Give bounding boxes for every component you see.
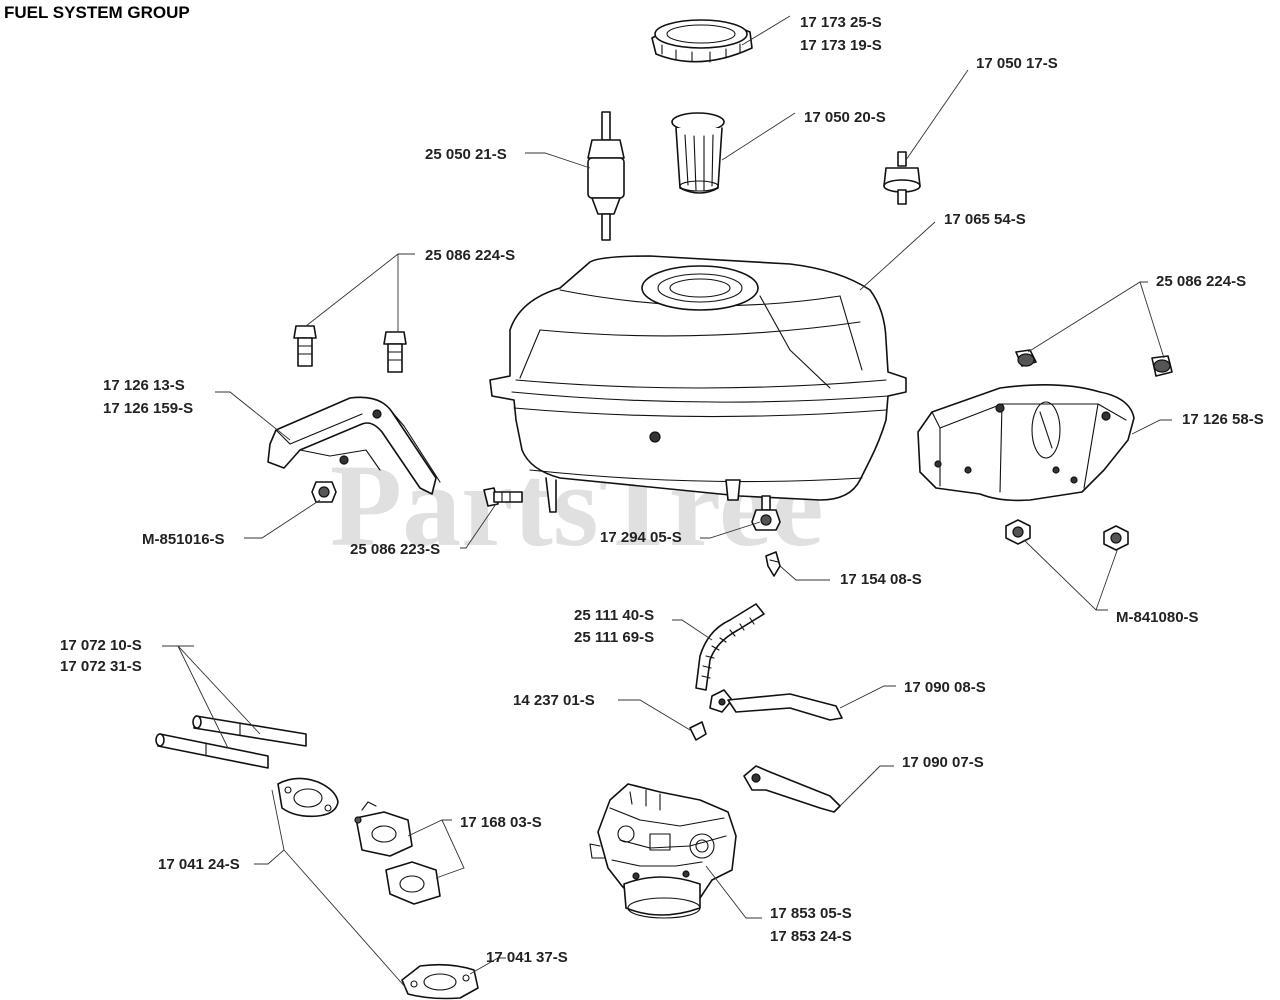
- carb-label-2: 17 853 24-S: [770, 928, 852, 945]
- bolt-left-label: 25 086 224-S: [425, 247, 515, 264]
- fuel-tube-2-part[interactable]: [155, 733, 269, 769]
- tubes-label-2: 17 072 31-S: [60, 658, 142, 675]
- carburetor-part[interactable]: [589, 783, 737, 919]
- bolt-right-2-part[interactable]: [1151, 355, 1173, 377]
- drain-leader: [700, 521, 761, 539]
- bracket-right-part[interactable]: [917, 384, 1135, 502]
- lever-08-label: 17 090 08-S: [904, 679, 986, 696]
- bracket-right-leader: [1131, 419, 1172, 435]
- valve-label: 17 050 17-S: [976, 55, 1058, 72]
- bolt-right-leader: [1027, 281, 1165, 359]
- lever-07-part[interactable]: [743, 765, 841, 813]
- tubes-label-1: 17 072 10-S: [60, 637, 142, 654]
- nut-left-part[interactable]: [311, 481, 337, 503]
- hose-label-1: 25 111 40-S: [574, 607, 654, 624]
- nut-right-1-part[interactable]: [1005, 519, 1031, 545]
- clip-237-leader: [618, 699, 691, 731]
- bolt-right-label: 25 086 224-S: [1156, 273, 1246, 290]
- bolt-left-leader: [305, 253, 415, 332]
- clip-237-label: 14 237 01-S: [513, 692, 595, 709]
- tubes-leader: [162, 645, 261, 749]
- clip-154-leader: [779, 565, 830, 581]
- valve-leader: [905, 69, 969, 161]
- clip-237-part[interactable]: [689, 721, 707, 741]
- clip-154-label: 17 154 08-S: [840, 571, 922, 588]
- cap-label-2: 17 173 19-S: [800, 37, 882, 54]
- fuel-tube-1-part[interactable]: [192, 715, 307, 747]
- fuel-hose-part[interactable]: [695, 603, 765, 691]
- fuel-strainer-part[interactable]: [671, 112, 725, 194]
- nut-left-leader: [244, 499, 321, 539]
- bolt-right-1-part[interactable]: [1015, 349, 1037, 367]
- nut-right-2-part[interactable]: [1103, 525, 1129, 551]
- hose-leader: [672, 619, 713, 641]
- fuel-cap-part[interactable]: [651, 19, 753, 63]
- bracket-left-label-1: 17 126 13-S: [103, 377, 185, 394]
- inline-filter-part[interactable]: [587, 111, 625, 241]
- bracket-left-leader: [215, 391, 291, 441]
- bracket-left-part[interactable]: [267, 396, 441, 495]
- cap-leader: [741, 15, 791, 46]
- gasket-168-leader: [407, 819, 465, 879]
- lever-07-label: 17 090 07-S: [902, 754, 984, 771]
- bolt-223-label: 25 086 223-S: [350, 541, 440, 558]
- bracket-right-label: 17 126 58-S: [1182, 411, 1264, 428]
- bolt-left-2-part[interactable]: [383, 331, 407, 373]
- gasket-168-label: 17 168 03-S: [460, 814, 542, 831]
- gasket-137-part[interactable]: [401, 963, 479, 1000]
- lever-08-leader: [839, 685, 896, 709]
- lever-08-part[interactable]: [709, 689, 843, 721]
- valve-part[interactable]: [883, 151, 921, 205]
- bracket-left-label-2: 17 126 159-S: [103, 400, 193, 417]
- strainer-leader: [721, 112, 796, 161]
- filter-leader: [525, 152, 591, 169]
- carb-leader: [705, 865, 762, 919]
- tank-label: 17 065 54-S: [944, 211, 1026, 228]
- nuts-right-leader: [1023, 539, 1119, 611]
- tank-leader: [859, 221, 936, 291]
- gasket-124-label: 17 041 24-S: [158, 856, 240, 873]
- carb-label-1: 17 853 05-S: [770, 905, 852, 922]
- clip-154-part[interactable]: [765, 551, 781, 577]
- gasket-124-part[interactable]: [277, 777, 339, 818]
- bolt-left-1-part[interactable]: [293, 325, 317, 367]
- strainer-label: 17 050 20-S: [804, 109, 886, 126]
- bolt-223-part[interactable]: [483, 487, 523, 507]
- gasket-137-label: 17 041 37-S: [486, 949, 568, 966]
- gasket-124-leader: [254, 789, 407, 989]
- drain-fitting-part[interactable]: [751, 495, 781, 531]
- cap-label-1: 17 173 25-S: [800, 14, 882, 31]
- filter-label: 25 050 21-S: [425, 146, 507, 163]
- drain-label: 17 294 05-S: [600, 529, 682, 546]
- hose-label-2: 25 111 69-S: [574, 629, 654, 646]
- lever-07-leader: [839, 765, 894, 807]
- gasket-137-leader: [469, 957, 506, 975]
- nuts-right-label: M-841080-S: [1116, 609, 1199, 626]
- diagram-title: FUEL SYSTEM GROUP: [4, 3, 190, 22]
- gasket-168-1-part[interactable]: [354, 801, 413, 857]
- nut-left-label: M-851016-S: [142, 531, 225, 548]
- gasket-168-2-part[interactable]: [385, 861, 441, 905]
- bolt-223-leader: [460, 503, 497, 549]
- fuel-tank-part[interactable]: [489, 255, 907, 513]
